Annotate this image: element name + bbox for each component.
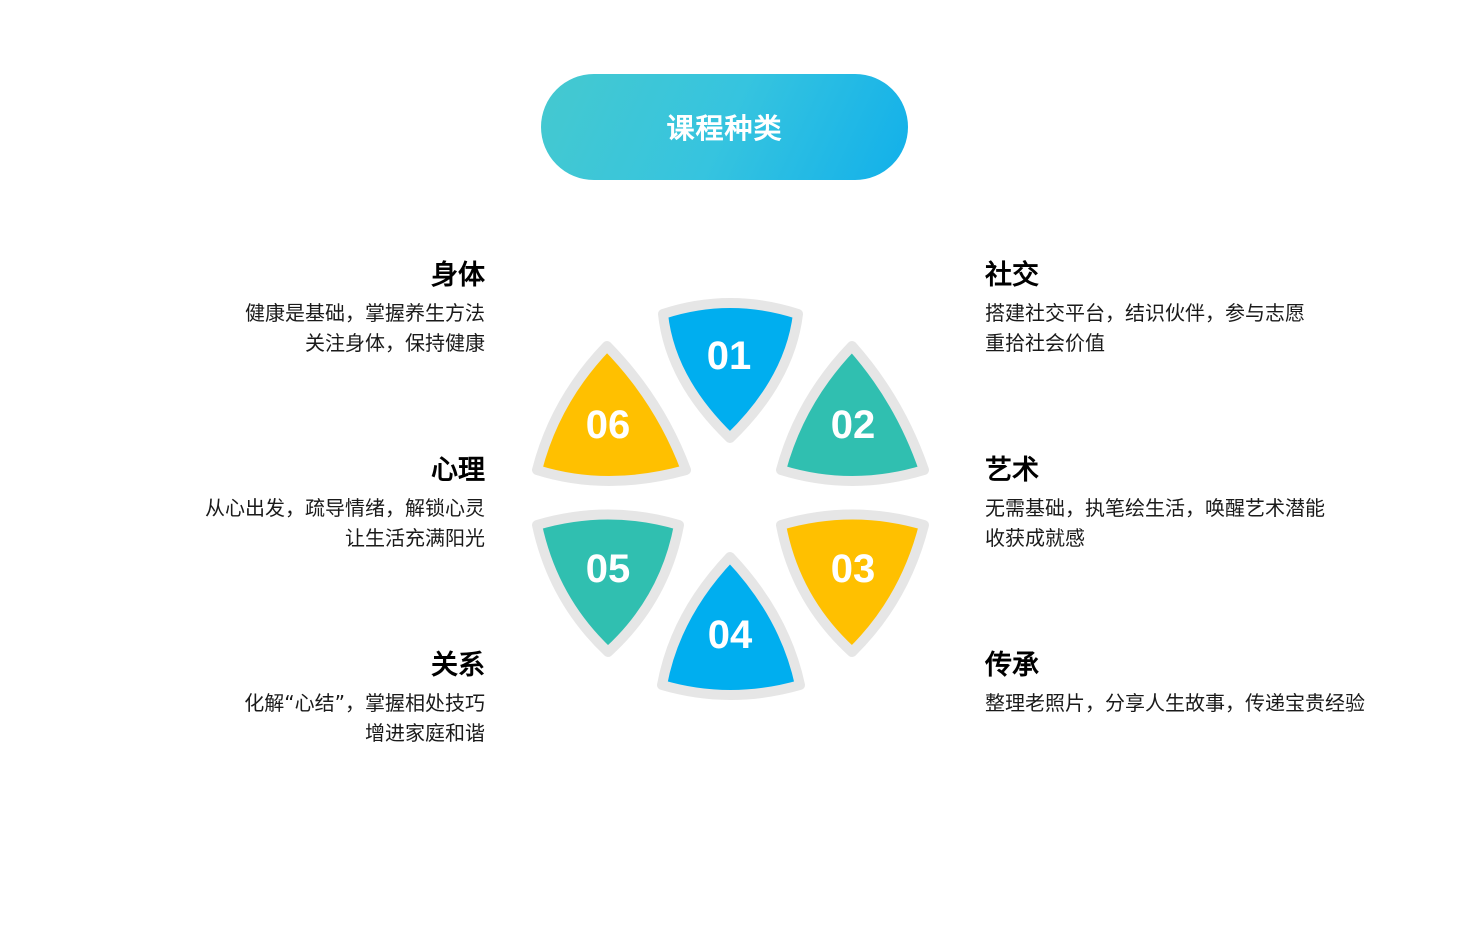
item-mind: 心理 从心出发，疏导情绪，解锁心灵 让生活充满阳光 [65, 455, 485, 553]
piece-05-number: 05 [586, 547, 631, 591]
item-art-heading: 艺术 [985, 455, 1039, 486]
item-heritage: 传承 整理老照片，分享人生故事，传递宝贵经验 [985, 650, 1405, 718]
item-relation-line-2: 增进家庭和谐 [365, 721, 485, 745]
piece-03: 03 [776, 509, 929, 657]
item-mind-heading: 心理 [431, 455, 485, 486]
page-title: 课程种类 [666, 112, 783, 145]
piece-01: 01 [658, 298, 803, 443]
item-art: 艺术 无需基础，执笔绘生活，唤醒艺术潜能 收获成就感 [985, 455, 1405, 553]
item-mind-line-1: 从心出发，疏导情绪，解锁心灵 [205, 496, 485, 520]
item-mind-line-2: 让生活充满阳光 [345, 526, 485, 550]
item-art-line-2: 收获成就感 [985, 526, 1085, 550]
piece-04: 04 [657, 552, 805, 700]
item-body-line-2: 关注身体，保持健康 [305, 331, 485, 355]
piece-02-number: 02 [831, 403, 876, 447]
item-social-line-1: 搭建社交平台，结识伙伴，参与志愿 [985, 301, 1305, 325]
piece-06-number: 06 [586, 403, 631, 447]
item-heritage-line-1: 整理老照片，分享人生故事，传递宝贵经验 [985, 691, 1365, 715]
piece-02: 02 [776, 341, 929, 486]
item-art-line-1: 无需基础，执笔绘生活，唤醒艺术潜能 [985, 496, 1325, 520]
item-social-heading: 社交 [985, 260, 1039, 291]
piece-04-number: 04 [708, 613, 753, 657]
item-social-line-2: 重拾社会价值 [985, 331, 1105, 355]
title-banner: 课程种类 [541, 74, 908, 180]
item-body-heading: 身体 [431, 260, 485, 291]
piece-01-number: 01 [707, 334, 752, 378]
item-relation: 关系 化解“心结”，掌握相处技巧 增进家庭和谐 [65, 650, 485, 748]
item-body-line-1: 健康是基础，掌握养生方法 [245, 301, 485, 325]
item-relation-line-1: 化解“心结”，掌握相处技巧 [244, 691, 485, 715]
item-body: 身体 健康是基础，掌握养生方法 关注身体，保持健康 [65, 260, 485, 358]
item-heritage-heading: 传承 [985, 650, 1039, 681]
piece-03-number: 03 [831, 547, 876, 591]
piece-06: 06 [532, 341, 691, 486]
item-relation-heading: 关系 [431, 650, 485, 681]
piece-05: 05 [532, 509, 684, 657]
item-social: 社交 搭建社交平台，结识伙伴，参与志愿 重拾社会价值 [985, 260, 1405, 358]
